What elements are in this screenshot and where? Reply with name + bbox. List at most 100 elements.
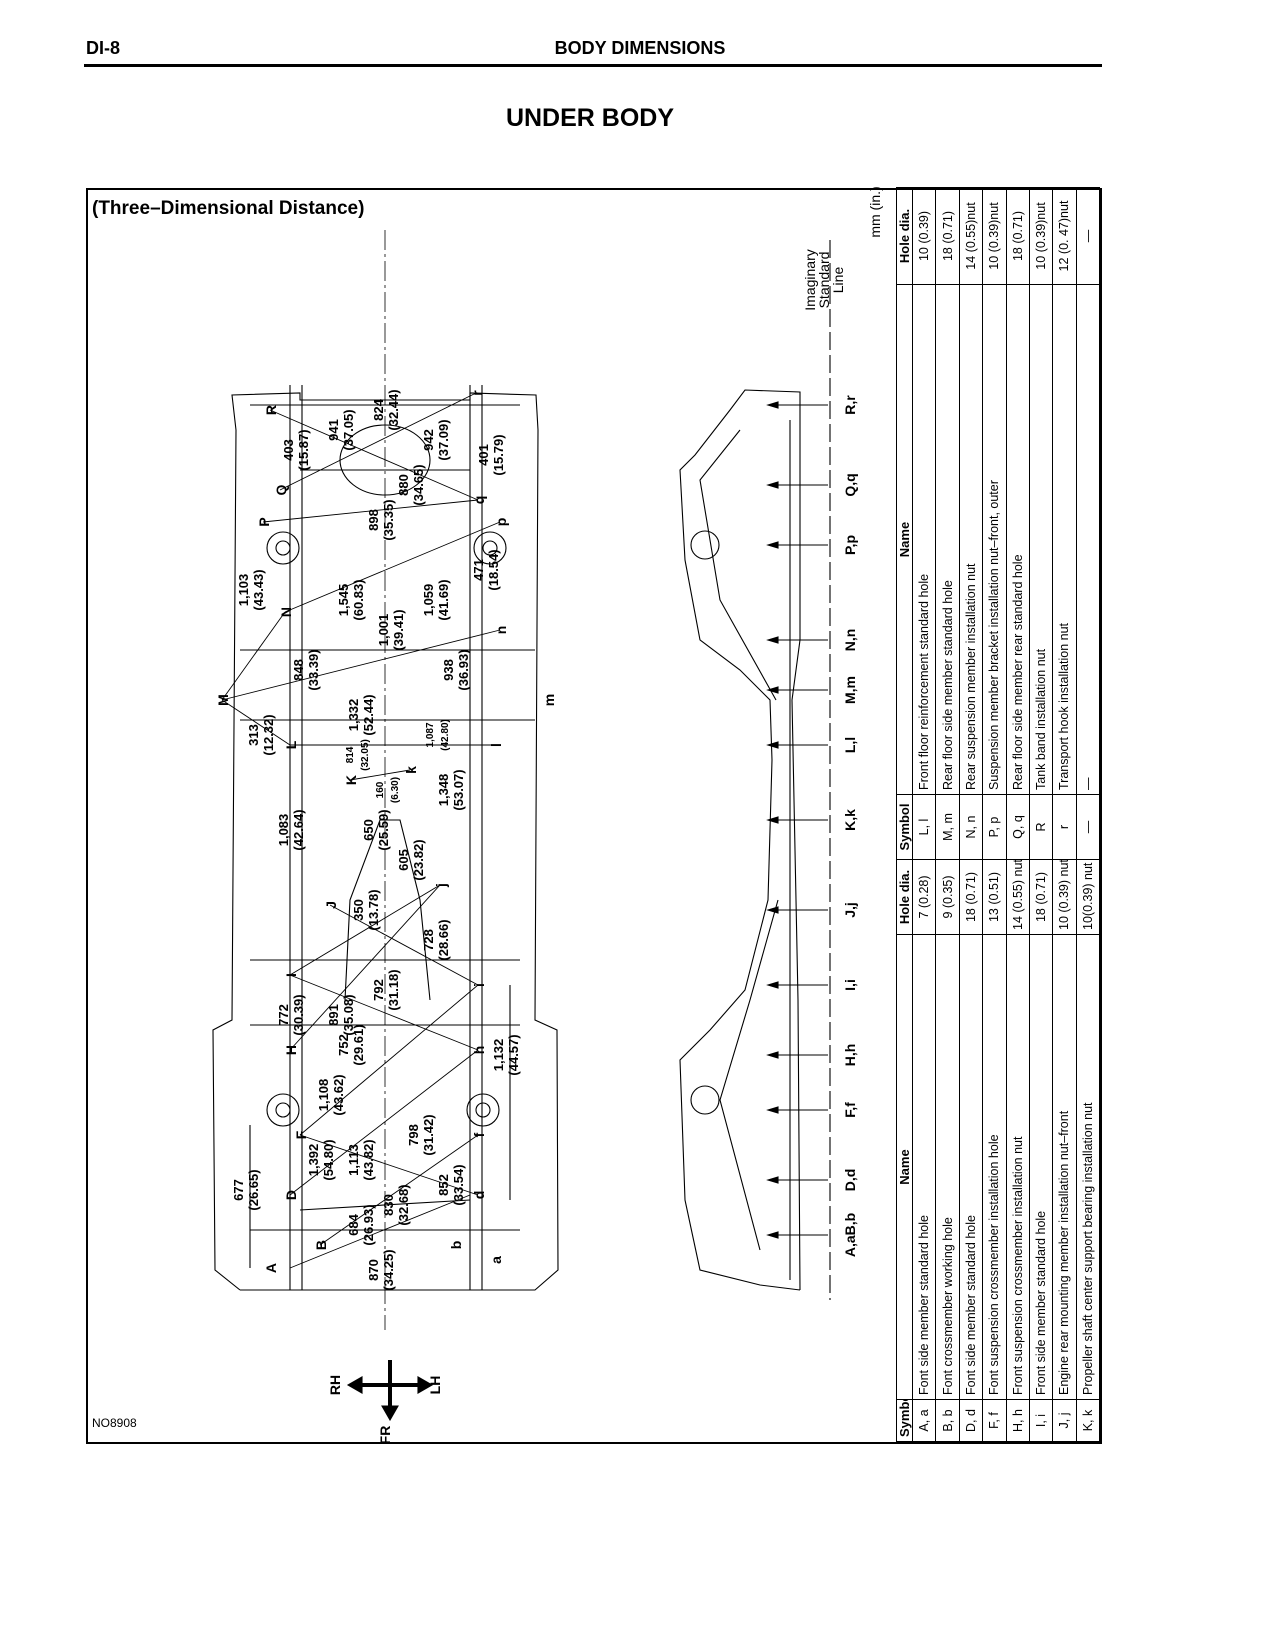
dimension-value-mm: 891 bbox=[326, 1004, 341, 1026]
dimension-value-in: (43.62) bbox=[331, 1074, 346, 1115]
dimension-line bbox=[289, 884, 441, 976]
dimension-line bbox=[289, 974, 479, 1051]
point-label-i: i bbox=[471, 983, 487, 987]
name-cell: Propeller shaft center support bearing i… bbox=[1076, 934, 1100, 1400]
arrowhead-icon bbox=[766, 481, 779, 489]
dimension-value-mm: 1,001 bbox=[376, 614, 391, 647]
dimension-line bbox=[221, 699, 291, 746]
dimension-value-in: (32.68) bbox=[396, 1184, 411, 1225]
symbol-cell: L, l bbox=[912, 794, 936, 860]
dimension-value-in: (26.65) bbox=[246, 1169, 261, 1210]
hole-dia-cell: 10 (0.39)nut bbox=[1029, 187, 1053, 285]
dimension-value-in: (32.05) bbox=[360, 739, 371, 771]
name-cell: Font side member standard hole bbox=[912, 934, 936, 1400]
symbol-cell: H, h bbox=[1006, 1399, 1030, 1442]
dimension-line bbox=[221, 611, 286, 701]
point-label-j: j bbox=[433, 883, 449, 888]
column-header: Hole dia. bbox=[896, 859, 913, 935]
suspension-tower-hole bbox=[475, 1102, 491, 1118]
name-cell: — bbox=[1076, 284, 1100, 795]
dimension-value-in: (34.65) bbox=[411, 464, 426, 505]
hole-dia-cell: 10 (0.39)nut bbox=[982, 187, 1006, 285]
dimension-value-in: (28.66) bbox=[436, 919, 451, 960]
dimension-value-in: (12.32) bbox=[261, 714, 276, 755]
symbol-cell: K, k bbox=[1076, 1399, 1100, 1442]
symbol-cell: B, b bbox=[935, 1399, 960, 1442]
symbol-cell: R bbox=[1029, 794, 1053, 860]
name-cell: Font suspension crossmember installation… bbox=[982, 934, 1006, 1400]
symbol-cell: M, m bbox=[935, 794, 960, 860]
suspension-tower bbox=[266, 531, 300, 565]
point-label-F: F bbox=[293, 1130, 309, 1139]
arrowhead-icon bbox=[766, 1176, 779, 1184]
point-label-n: n bbox=[493, 626, 509, 635]
dimension-value-mm: 605 bbox=[396, 849, 411, 871]
arrowhead-icon bbox=[766, 1106, 779, 1114]
dimension-value-mm: 942 bbox=[421, 429, 436, 451]
dimension-value-in: (18.54) bbox=[486, 549, 501, 590]
page-code: DI-8 bbox=[86, 38, 121, 58]
dimension-value-in: (23.82) bbox=[411, 839, 426, 880]
dimension-value-in: (35.08) bbox=[341, 994, 356, 1035]
dimension-value-mm: 752 bbox=[336, 1034, 351, 1056]
hole-dia-cell: 10(0.39) nut bbox=[1076, 859, 1100, 935]
dimension-value-mm: 684 bbox=[346, 1213, 361, 1235]
point-label-P: P bbox=[256, 517, 272, 526]
dimension-value-mm: 1,348 bbox=[436, 774, 451, 807]
header-rule bbox=[84, 64, 1102, 67]
dimension-value-in: (15.79) bbox=[491, 434, 506, 475]
dimension-value-in: (53.07) bbox=[451, 769, 466, 810]
hole-dia-cell: 14 (0.55)nut bbox=[959, 187, 983, 285]
dimension-line bbox=[289, 1194, 471, 1269]
dimension-value-in: (42.80) bbox=[440, 719, 451, 751]
dimension-line bbox=[269, 409, 479, 501]
station-label: I,i bbox=[842, 979, 858, 991]
arrowhead-icon bbox=[766, 686, 779, 694]
dimension-value-mm: 1,087 bbox=[425, 722, 436, 747]
side-view-rear-rail bbox=[699, 429, 777, 701]
dimension-value-in: (44.57) bbox=[506, 1034, 521, 1075]
dimension-line bbox=[289, 884, 441, 1051]
dimension-value-mm: 728 bbox=[421, 929, 436, 951]
suspension-tower bbox=[266, 1093, 300, 1127]
hole-dia-cell: 18 (0.71) bbox=[935, 187, 960, 285]
station-label: H,h bbox=[842, 1044, 858, 1067]
dimension-value-in: (36.93) bbox=[456, 649, 471, 690]
dimension-value-mm: 852 bbox=[436, 1174, 451, 1196]
dimension-value-in: (60.83) bbox=[351, 579, 366, 620]
dimension-value-in: (42.64) bbox=[291, 809, 306, 850]
dimension-value-in: (31.42) bbox=[421, 1114, 436, 1155]
point-label-h: h bbox=[471, 1046, 487, 1055]
name-cell: Front suspension crossmember installatio… bbox=[1006, 934, 1030, 1400]
dimension-value-in: (30.39) bbox=[291, 994, 306, 1035]
symbol-cell: r bbox=[1052, 794, 1077, 860]
dimension-value-in: (41.69) bbox=[436, 579, 451, 620]
dimension-value-mm: 1,113 bbox=[346, 1144, 361, 1176]
dimension-value-mm: 160 bbox=[375, 781, 386, 798]
name-cell: Rear floor side member rear standard hol… bbox=[1006, 284, 1030, 795]
name-cell: Transport hook installation nut bbox=[1052, 284, 1077, 795]
hole-dia-cell: 14 (0.55) nut bbox=[1006, 859, 1030, 935]
dimension-value-mm: 830 bbox=[381, 1194, 396, 1216]
dimension-line bbox=[299, 1134, 479, 1196]
dimension-line bbox=[279, 392, 477, 491]
name-cell: Rear floor side member standard hole bbox=[935, 284, 960, 795]
side-view-outline bbox=[679, 389, 801, 1291]
station-label: D,d bbox=[842, 1169, 858, 1192]
dimension-value-mm: 798 bbox=[406, 1124, 421, 1146]
section-title: BODY DIMENSIONS bbox=[554, 38, 726, 58]
point-label-p: p bbox=[493, 518, 509, 527]
units-label: mm (in.) bbox=[867, 186, 883, 237]
column-header: Name bbox=[896, 934, 913, 1400]
station-label: P,p bbox=[842, 535, 858, 555]
arrowhead-icon bbox=[766, 636, 779, 644]
dimension-line bbox=[319, 1134, 479, 1246]
station-label: J,j bbox=[842, 902, 858, 918]
point-label-J: J bbox=[323, 901, 339, 909]
dimension-value-mm: 1,132 bbox=[491, 1039, 506, 1072]
